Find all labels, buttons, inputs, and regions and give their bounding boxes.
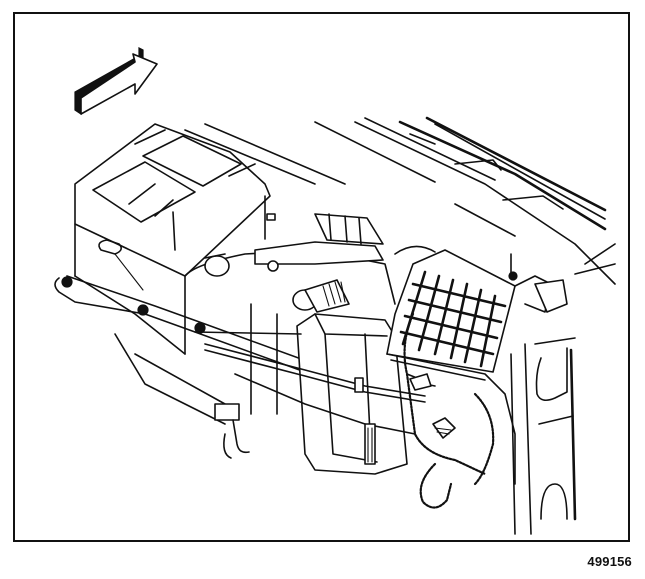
air-inlet-housing: [74, 123, 276, 355]
vacuum-line-left: [54, 275, 316, 425]
figure-number: 499156: [587, 554, 632, 569]
hvac-module-illustration: [54, 47, 616, 535]
dash-side-panel: [510, 243, 616, 535]
heater-evaporator-case: [194, 303, 426, 475]
diagram-frame: [13, 12, 630, 542]
blower-motor-plenum: [184, 213, 396, 313]
front-of-vehicle-arrow-icon: [74, 47, 158, 116]
wiring-harness: [386, 312, 516, 509]
instrument-panel-lines: [184, 116, 616, 285]
evaporator-filter-grid: [386, 245, 568, 373]
